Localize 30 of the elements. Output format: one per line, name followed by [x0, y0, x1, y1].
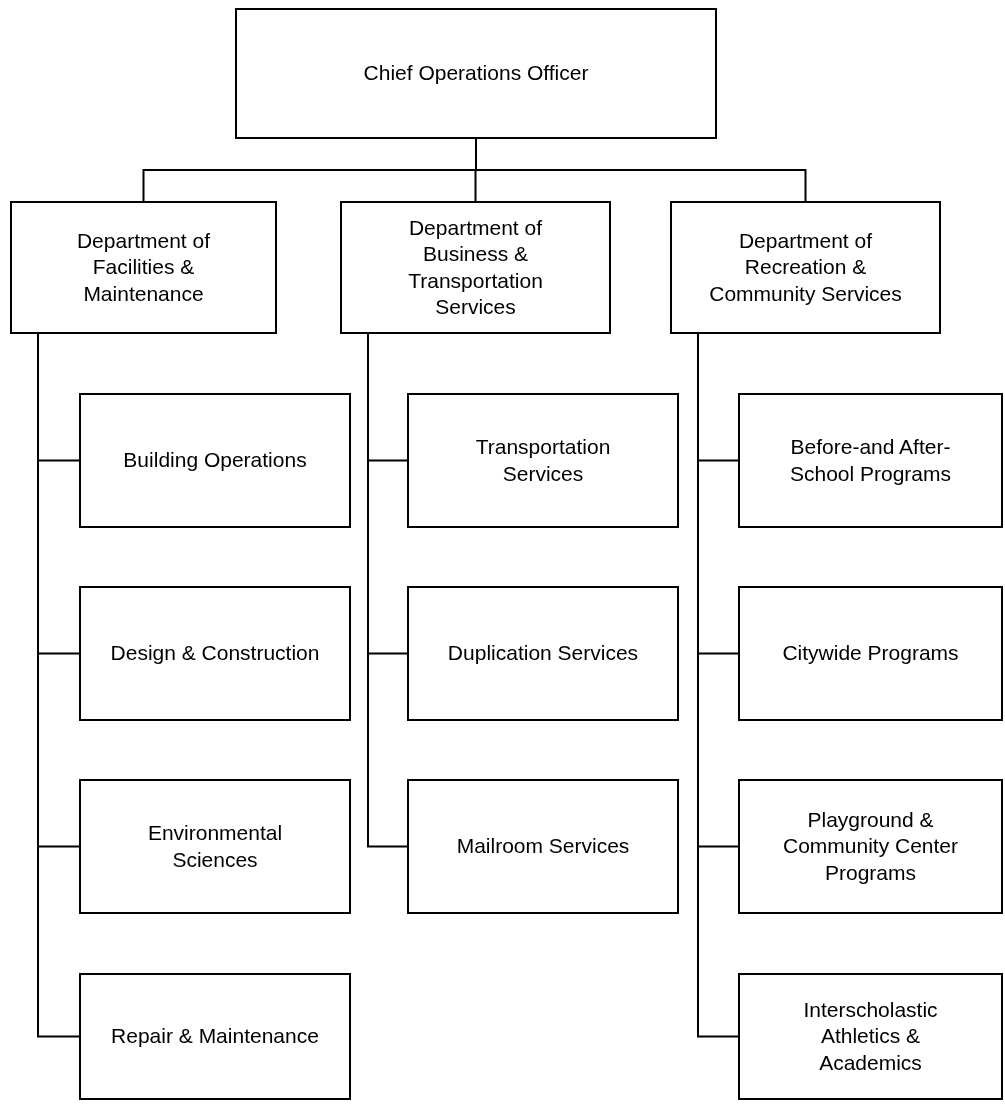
box-label: Department of Facilities & Maintenance [75, 228, 212, 307]
org-box [407, 586, 679, 721]
box-label: Before-and After-School Programs [788, 434, 953, 487]
org-box [340, 201, 611, 334]
org-box [407, 779, 679, 914]
org-box [235, 8, 717, 139]
box-label: Transportation Services [474, 434, 612, 487]
box-label: Department of Recreation & Community Services [708, 228, 903, 307]
org-box [10, 201, 277, 334]
org-box [670, 201, 941, 334]
box-label: Citywide Programs [782, 640, 959, 667]
org-box [79, 973, 351, 1100]
box-label: Repair & Maintenance [111, 1023, 319, 1050]
org-box [407, 393, 679, 528]
box-label: Design & Construction [110, 640, 320, 667]
org-box [738, 779, 1003, 914]
box-label: Duplication Services [447, 640, 639, 667]
org-box [738, 586, 1003, 721]
box-label: Department of Business & Transportation Services [407, 215, 544, 320]
org-box [738, 393, 1003, 528]
box-label: Chief Operations Officer [363, 60, 589, 87]
box-label: Playground & Community Center Programs [781, 807, 960, 886]
box-label: Mailroom Services [456, 833, 630, 860]
box-label: Environmental Sciences [146, 820, 284, 873]
box-label: Interscholastic Athletics & Academics [802, 997, 939, 1076]
org-box [79, 393, 351, 528]
org-box [79, 779, 351, 914]
org-box [79, 586, 351, 721]
org-box [738, 973, 1003, 1100]
box-label: Building Operations [123, 447, 307, 474]
